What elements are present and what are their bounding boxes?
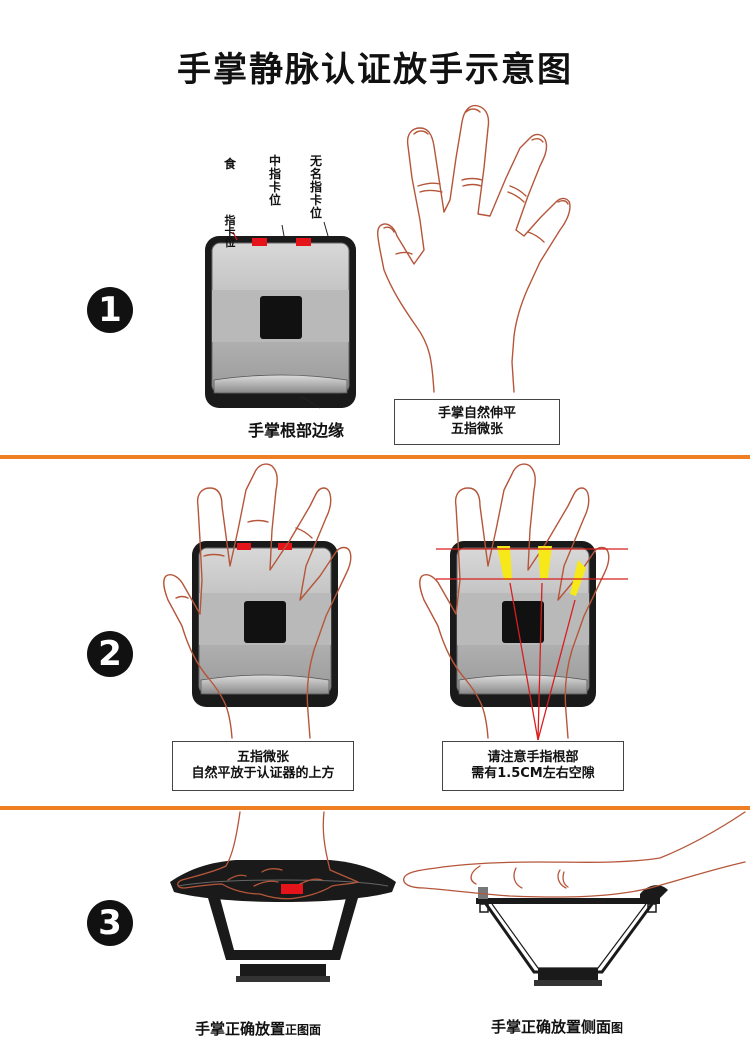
device-step1 <box>205 222 356 408</box>
front-view-caption-small: 正图面 <box>285 1023 321 1037</box>
palm-root-edge-label: 手掌根部边缘 <box>248 417 344 441</box>
hand-side-view <box>404 812 745 897</box>
instruction-left-line-2: 自然平放于认证器的上方 <box>173 766 353 782</box>
hand-outline-step1 <box>378 106 570 392</box>
instruction-right-line-1: 请注意手指根部 <box>443 750 623 766</box>
instruction-left-line-1: 五指微张 <box>173 750 353 766</box>
device-step2-right <box>450 541 596 707</box>
device-side-view <box>476 885 668 986</box>
instruction-box-step2-left: 五指微张 自然平放于认证器的上方 <box>172 741 354 791</box>
instruction-right-line-2: 需有1.5CM左右空隙 <box>443 766 623 782</box>
side-view-caption-small: 图 <box>611 1021 623 1035</box>
finger-label-index-top: 食 <box>223 158 237 171</box>
front-view-caption-main: 手掌正确放置 <box>195 1020 285 1038</box>
hand-instruction-line-1: 手掌自然伸平 <box>395 406 559 422</box>
finger-label-ring: 无名指卡位 <box>309 155 323 220</box>
side-view-caption-main: 手掌正确放置侧面 <box>491 1018 611 1036</box>
hand-instruction-line-2: 五指微张 <box>395 422 559 438</box>
hand-instruction-box-step1: 手掌自然伸平 五指微张 <box>394 399 560 445</box>
finger-label-index-slot: 指卡位 <box>223 215 237 248</box>
device-front-view <box>170 860 396 982</box>
side-view-caption: 手掌正确放置侧面图 <box>491 1016 623 1037</box>
middle-finger-slot-marker <box>252 238 267 246</box>
ring-finger-slot-marker <box>296 238 311 246</box>
instruction-box-step2-right: 请注意手指根部 需有1.5CM左右空隙 <box>442 741 624 791</box>
finger-label-middle: 中指卡位 <box>268 155 282 207</box>
device-step2-left <box>192 541 338 707</box>
front-view-caption: 手掌正确放置正图面 <box>195 1018 321 1039</box>
